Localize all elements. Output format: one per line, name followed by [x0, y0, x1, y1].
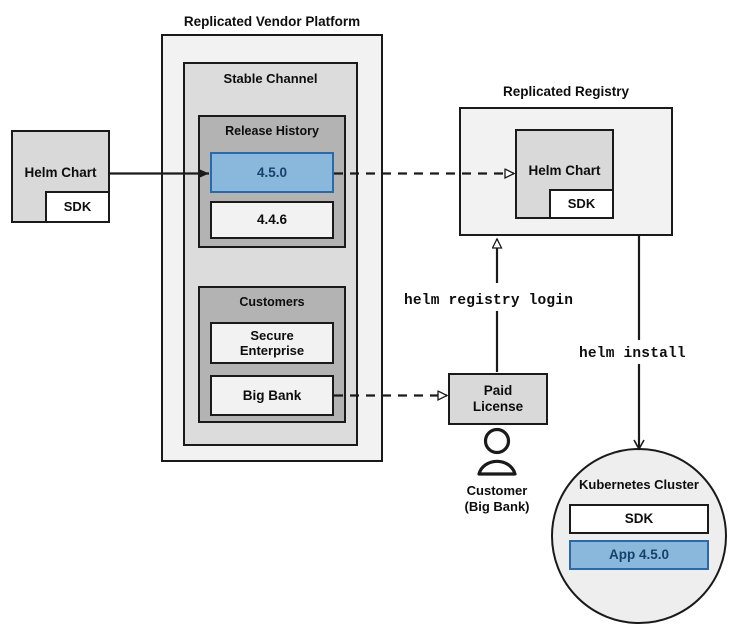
release-item-4-5-0[interactable]: 4.5.0 [210, 152, 334, 193]
kubernetes-cluster-title: Kubernetes Cluster [579, 477, 699, 492]
kubernetes-cluster-circle [551, 448, 727, 624]
paid-license-line1: Paid [483, 383, 513, 399]
cluster-workload-sdk[interactable]: SDK [569, 504, 709, 534]
customer-item-big-bank[interactable]: Big Bank [210, 375, 334, 416]
vendor-platform-title: Replicated Vendor Platform [183, 14, 361, 29]
command-helm-install: helm install [579, 346, 686, 362]
release-item-4-4-6[interactable]: 4.4.6 [210, 201, 334, 239]
release-history-title: Release History [225, 124, 319, 138]
paid-license-box[interactable]: Paid License [448, 373, 548, 425]
stable-channel-title: Stable Channel [223, 71, 318, 86]
customer-item-line2: Enterprise [239, 343, 305, 358]
customer-actor-label-line2: (Big Bank) [464, 499, 530, 514]
command-helm-registry-login: helm registry login [404, 293, 574, 309]
person-icon [477, 427, 517, 476]
customer-item-secure-enterprise[interactable]: Secure Enterprise [210, 322, 334, 364]
source-helm-chart-sdk-box[interactable]: SDK [45, 191, 110, 223]
replicated-registry-title: Replicated Registry [502, 84, 630, 99]
customer-actor-label-line1: Customer [466, 483, 528, 498]
paid-license-line2: License [472, 399, 524, 414]
customers-title: Customers [239, 295, 305, 309]
cluster-workload-app[interactable]: App 4.5.0 [569, 540, 709, 570]
registry-helm-chart-sdk-box[interactable]: SDK [549, 189, 614, 219]
customer-item-line1: Secure [250, 327, 294, 343]
